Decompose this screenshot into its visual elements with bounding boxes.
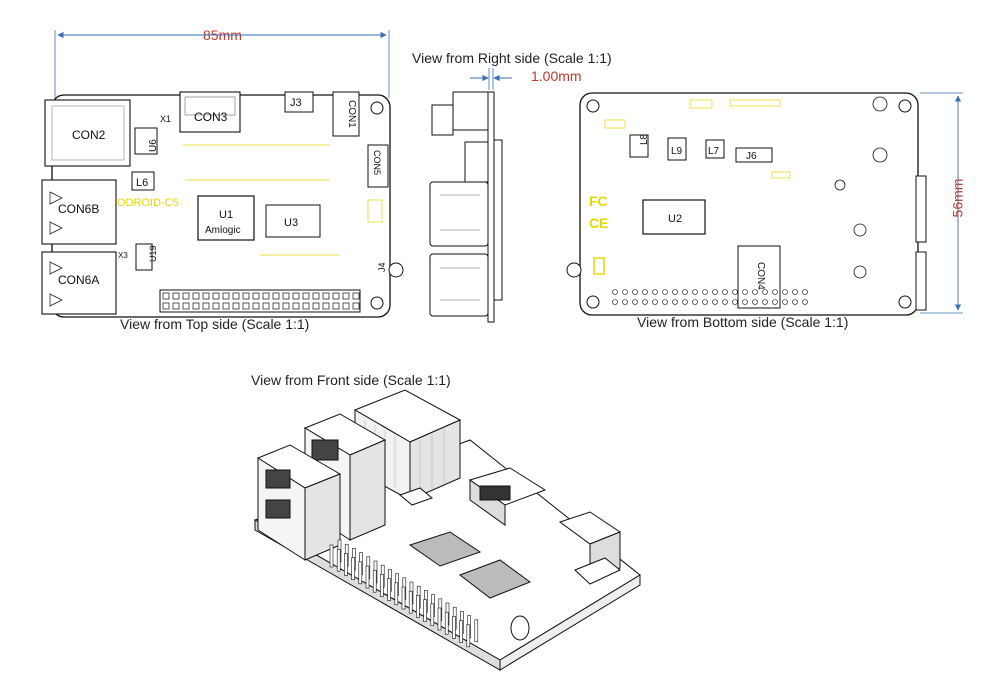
l9-label: L9 [671,146,683,157]
con3-hdmi-connector [179,91,241,133]
u3-chip [265,204,321,238]
u3-label: U3 [284,217,298,229]
caption-top-view: View from Top side (Scale 1:1) [120,316,310,332]
dimension-thickness-label: 1.00mm [531,68,582,84]
con4-connector [737,245,781,309]
j6-label: J6 [746,151,757,162]
kc-mark-icon [593,257,605,275]
l6-label: L6 [136,177,148,189]
u1-soc [197,195,255,241]
gpio-header-isometric [329,539,479,648]
right-view [429,68,512,323]
u2-label: U2 [668,213,682,225]
con4-label: CON4 [755,262,766,290]
con1-connector [332,91,360,137]
gpio-header-bottom-pads [612,289,808,305]
fcc-mark: FC [589,193,608,209]
con3-label: CON3 [194,110,228,124]
j4-label: J4 [377,262,387,272]
con2-label: CON2 [72,128,106,142]
con5-connector [367,144,389,188]
caption-right-view: View from Right side (Scale 1:1) [412,50,612,66]
con2-ethernet-jack [44,99,131,167]
u1-label: U1 [219,209,233,221]
ce-mark: CE [589,215,608,231]
right-board-edge [487,91,495,323]
front-view-isometric [253,389,641,671]
l7-label: L7 [708,146,720,157]
u2-chip [642,199,706,235]
u19-label: U19 [148,245,158,262]
top-view: CON2 CON6B CON6A CON3 J3 CON1 CON5 U6 X1… [41,30,404,318]
caption-front-view: View from Front side (Scale 1:1) [251,372,451,388]
gpio-header-top [159,289,361,313]
con1-label: CON1 [346,100,357,128]
con6a-label: CON6A [58,273,99,287]
con6b-label: CON6B [58,202,99,216]
caption-bottom-view: View from Bottom side (Scale 1:1) [637,314,849,330]
con6b-usb-jack [41,179,117,245]
j3-label: J3 [290,97,302,109]
x3-label: X3 [118,251,128,260]
x1-label: X1 [160,114,171,124]
l8-label: L8 [639,133,650,145]
chip-brand-label: Amlogic [205,225,241,236]
con5-label: CON5 [372,150,382,175]
bottom-view: L8 L9 L7 J6 U2 CON4 FC CE [566,92,963,316]
board-name-silkscreen: ODROID-C5 [117,197,179,209]
u6-label: U6 [148,139,159,152]
j3-connector [284,91,314,113]
